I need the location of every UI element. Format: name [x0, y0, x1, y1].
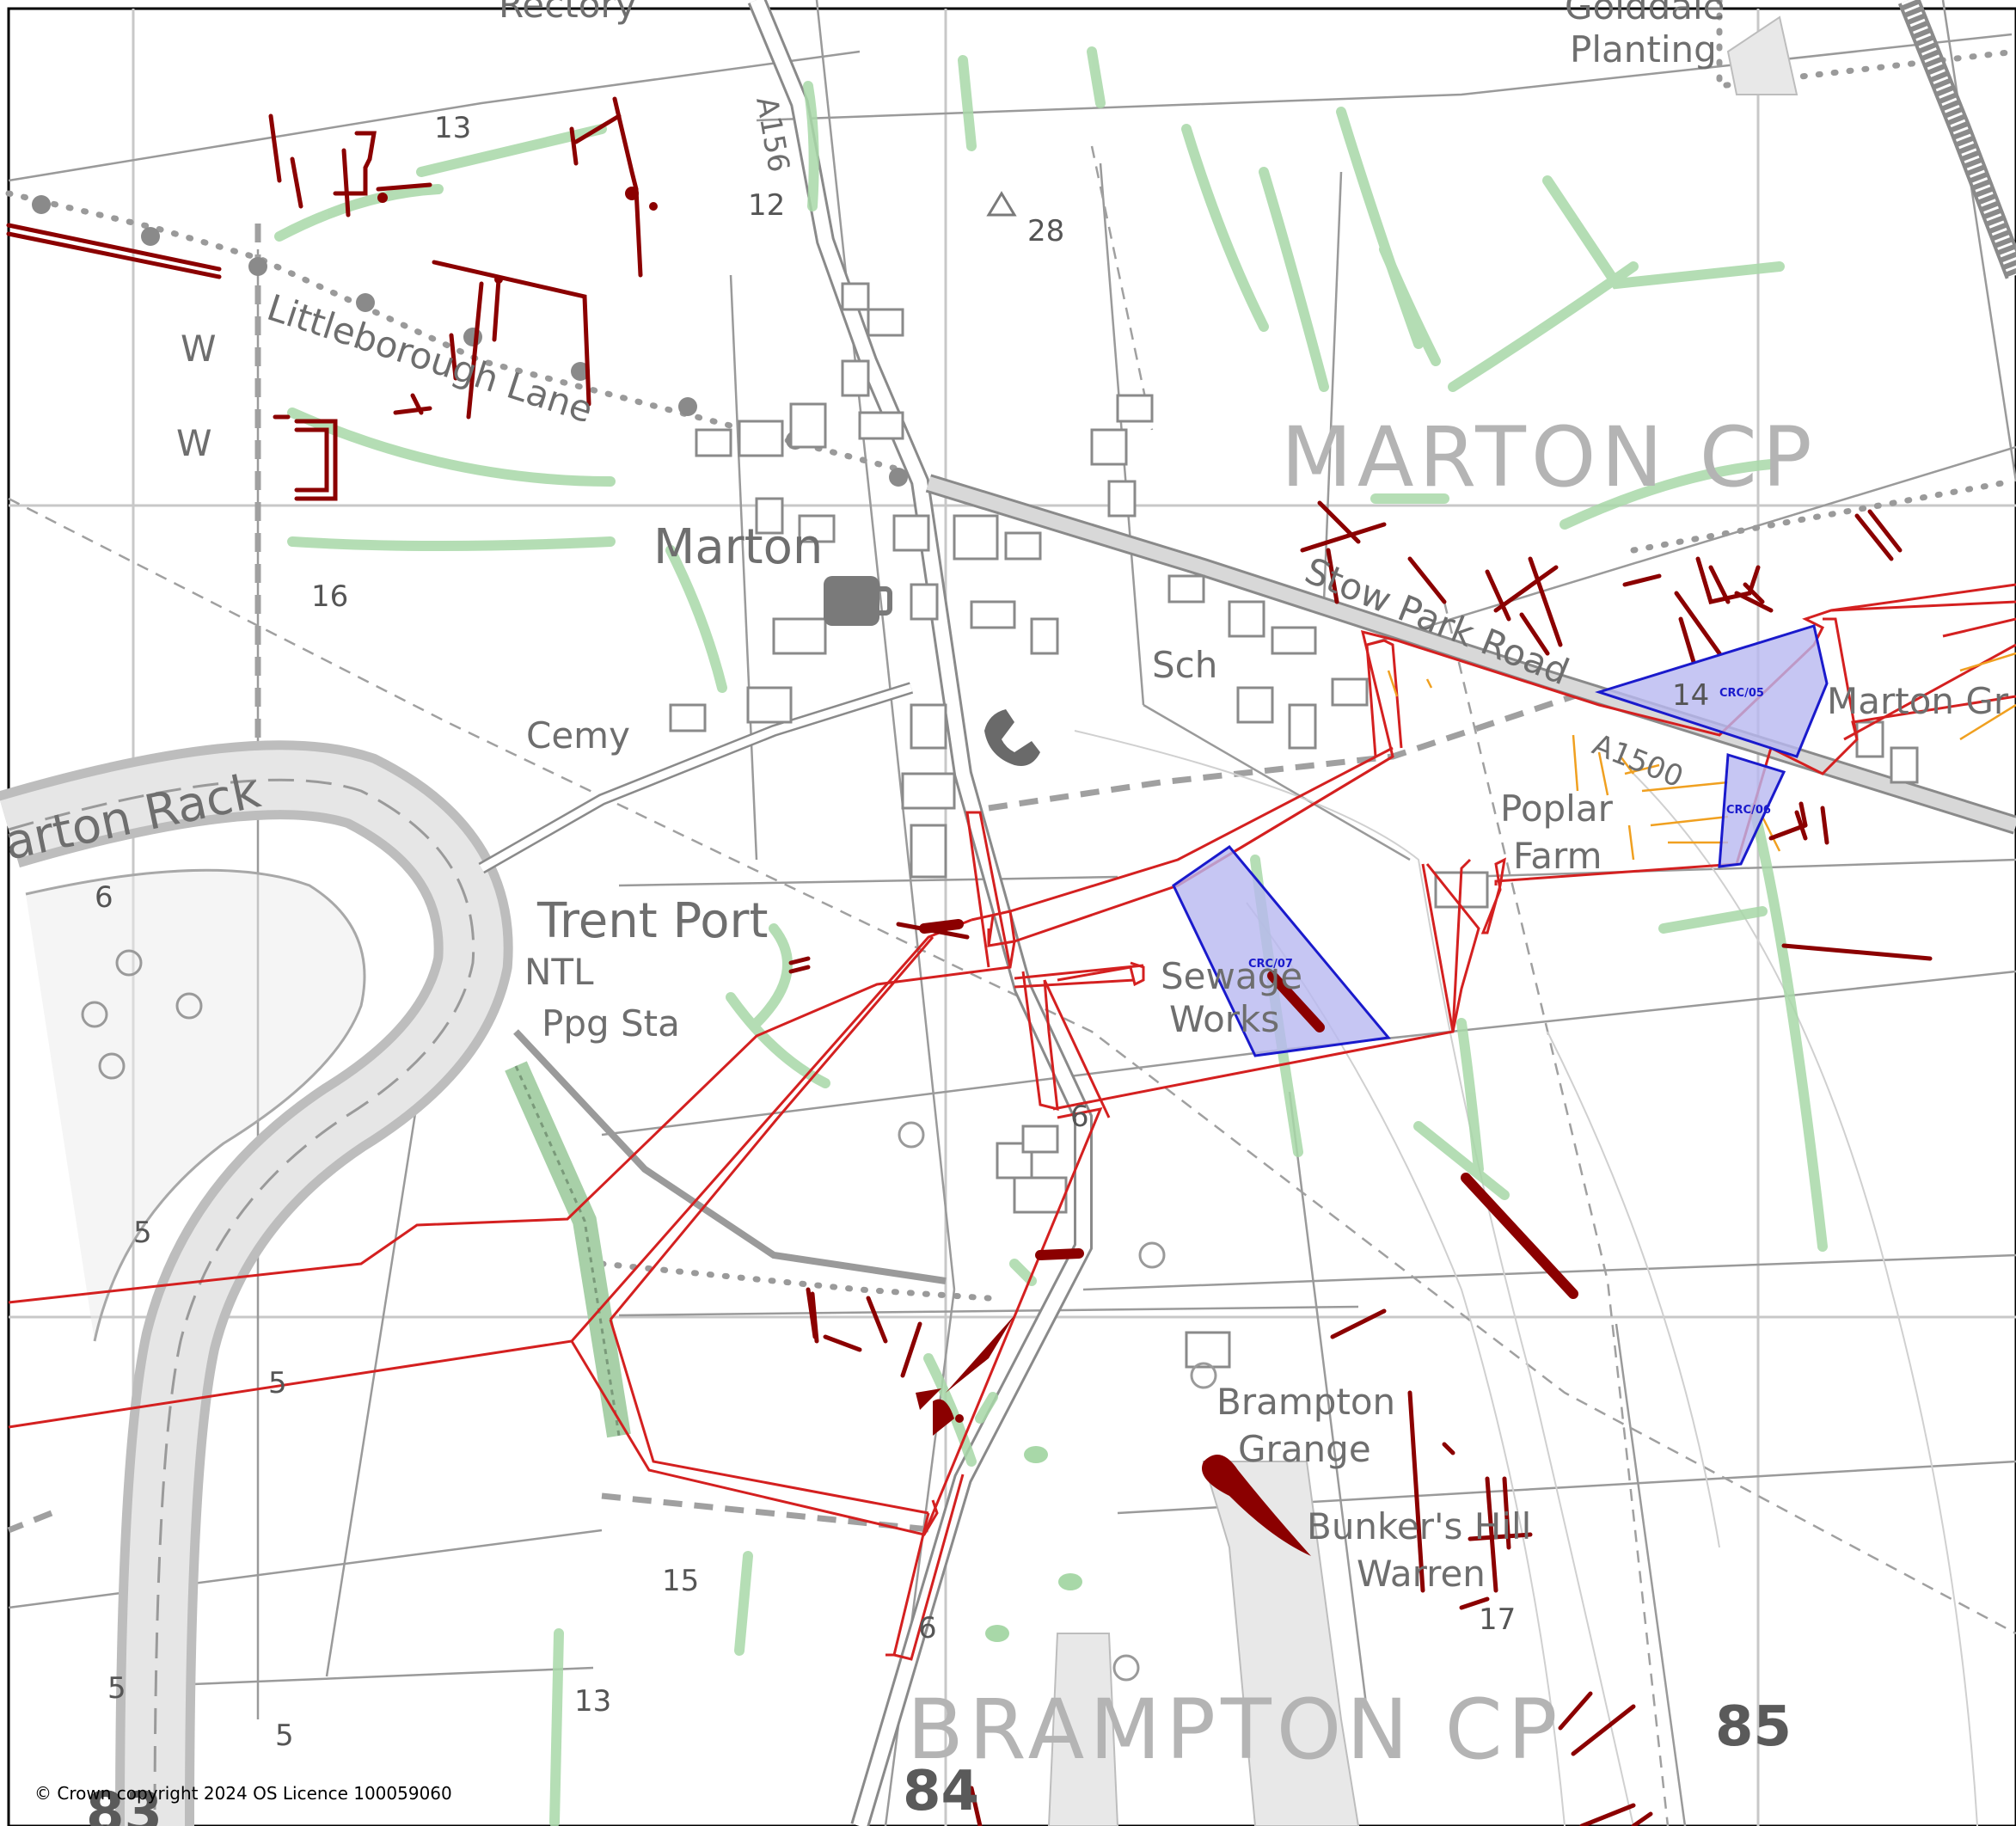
area-crc-06-label: CRC/06	[1726, 804, 1771, 817]
height-28: 28	[1027, 214, 1064, 248]
label-poplar: Poplar	[1500, 787, 1614, 830]
label-marton-cp: MARTON CP	[1281, 409, 1817, 506]
grid-label-85: 85	[1715, 1695, 1792, 1759]
village-buildings	[669, 282, 1919, 1369]
cropmark-blobs	[985, 1446, 1082, 1642]
height-6a: 6	[1070, 1100, 1089, 1134]
height-14: 14	[1672, 678, 1709, 713]
label-planting: Planting	[1570, 28, 1717, 70]
label-w1: W	[181, 328, 217, 370]
dyke-strip	[505, 1061, 631, 1438]
copyright-notice: © Crown copyright 2024 OS Licence 100059…	[34, 1783, 452, 1804]
height-12: 12	[748, 188, 785, 223]
height-5c: 5	[107, 1671, 126, 1706]
dotted-paths	[5, 0, 2016, 1302]
area-crc-05-label: CRC/05	[1719, 687, 1764, 700]
label-warren: Warren	[1357, 1553, 1486, 1595]
height-5b: 5	[268, 1366, 287, 1400]
height-5a: 5	[133, 1216, 152, 1250]
label-ntl: NTL	[524, 951, 594, 993]
grid-label-84: 84	[903, 1760, 979, 1823]
label-rectory: Rectory	[499, 0, 637, 26]
height-17: 17	[1479, 1602, 1516, 1637]
river-trent	[0, 740, 513, 1826]
label-bunkers-hill: Bunker's Hill	[1307, 1505, 1531, 1547]
parish-labels: MARTON CP BRAMPTON CP	[907, 409, 1817, 1778]
church-symbol	[824, 576, 892, 626]
telephone-icon	[984, 709, 1040, 766]
area-crc-06[interactable]	[1718, 753, 1786, 868]
orange-features	[1387, 652, 2016, 861]
label-trent-port: Trent Port	[536, 893, 769, 949]
parish-boundaries	[8, 145, 2016, 1826]
height-16: 16	[311, 579, 348, 614]
assessment-areas[interactable]: CRC/05 CRC/06 CRC/07	[1172, 624, 1829, 1057]
height-6b: 6	[95, 880, 113, 915]
height-6c: 6	[918, 1611, 937, 1645]
label-grange: Grange	[1238, 1428, 1371, 1470]
grid-label-83: 83	[86, 1781, 162, 1826]
label-sewage: Sewage	[1161, 955, 1302, 997]
label-marton: Marton	[653, 519, 823, 575]
label-ppg-sta: Ppg Sta	[542, 1002, 680, 1045]
area-crc-05[interactable]	[1595, 624, 1829, 758]
railway	[1897, 0, 2016, 279]
spot-heights: 12 28 13 16 14 6 6 6 5 5 5 5 15 13 17	[95, 111, 1709, 1753]
label-golddale: Golddale	[1565, 0, 1725, 28]
height-13: 13	[434, 111, 471, 145]
label-farm: Farm	[1513, 835, 1602, 877]
label-brampton-cp: BRAMPTON CP	[907, 1682, 1563, 1778]
label-sch: Sch	[1152, 644, 1217, 686]
label-marton-gr: Marton Gr	[1827, 680, 2009, 722]
label-w2: W	[176, 422, 212, 464]
height-15: 15	[662, 1564, 699, 1598]
woodland-areas	[1047, 15, 1798, 1826]
area-crc-07[interactable]	[1172, 844, 1391, 1057]
area-crc-07-label: CRC/07	[1248, 958, 1293, 971]
dark-red-dots	[377, 187, 1311, 1556]
trig-point-icon	[986, 191, 1017, 217]
height-5d: 5	[275, 1719, 294, 1753]
grid-labels: 84 85 83	[86, 1695, 1792, 1826]
height-13b: 13	[574, 1684, 611, 1719]
dark-red-features	[6, 96, 1933, 1826]
label-works: Works	[1169, 998, 1279, 1040]
label-cemy: Cemy	[526, 714, 630, 757]
label-brampton: Brampton	[1216, 1381, 1395, 1423]
